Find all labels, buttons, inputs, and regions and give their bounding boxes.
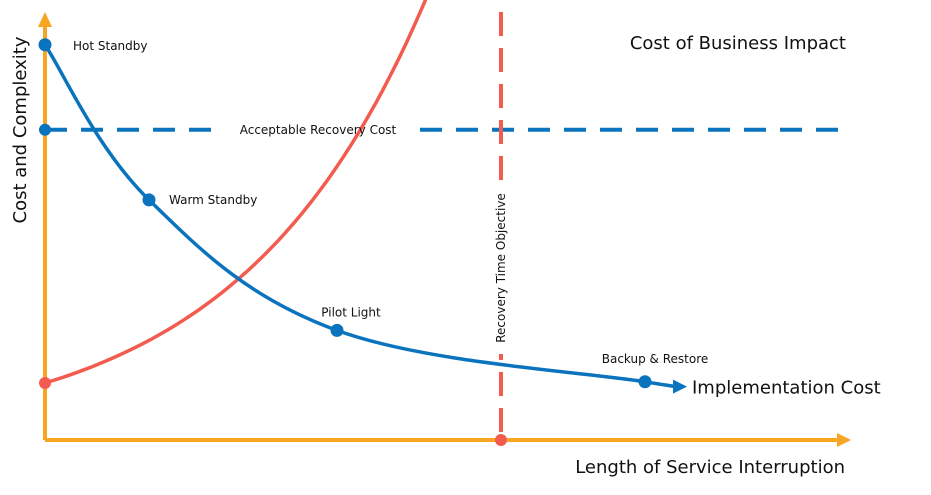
hot-standby-label: Hot Standby (73, 39, 148, 53)
recovery-time-objective-axis-point (495, 434, 507, 446)
recovery-time-objective-label: Recovery Time Objective (494, 193, 508, 343)
warm-standby-point (142, 193, 156, 207)
x-axis-arrowhead (837, 433, 851, 447)
recovery-time-objective-label-bg (492, 182, 510, 354)
pilot-light-label: Pilot Light (321, 305, 381, 319)
acceptable-recovery-cost-label: Acceptable Recovery Cost (240, 123, 397, 137)
implementation-cost-arrowhead (673, 379, 687, 394)
implementation-cost-curve (43, 43, 684, 389)
warm-standby-label: Warm Standby (169, 193, 257, 207)
axes-layer (38, 12, 851, 447)
business-impact-start-point (39, 377, 51, 390)
series-layer (43, 0, 687, 394)
hot-standby-point (38, 38, 52, 52)
business-impact-curve (43, 0, 428, 385)
reference-lines-layer (45, 12, 847, 440)
business-impact-title: Cost of Business Impact (630, 33, 846, 54)
y-axis-arrowhead (38, 12, 52, 27)
implementation-cost-title: Implementation Cost (692, 378, 881, 399)
x-axis-title: Length of Service Interruption (575, 457, 845, 478)
points-layer (38, 38, 652, 446)
pilot-light-point (330, 323, 344, 337)
y-axis-title: Cost and Complexity (10, 36, 31, 223)
backup-restore-point (638, 375, 652, 389)
backup-restore-label: Backup & Restore (602, 352, 709, 366)
acceptable-recovery-cost-axis-point (39, 123, 51, 136)
